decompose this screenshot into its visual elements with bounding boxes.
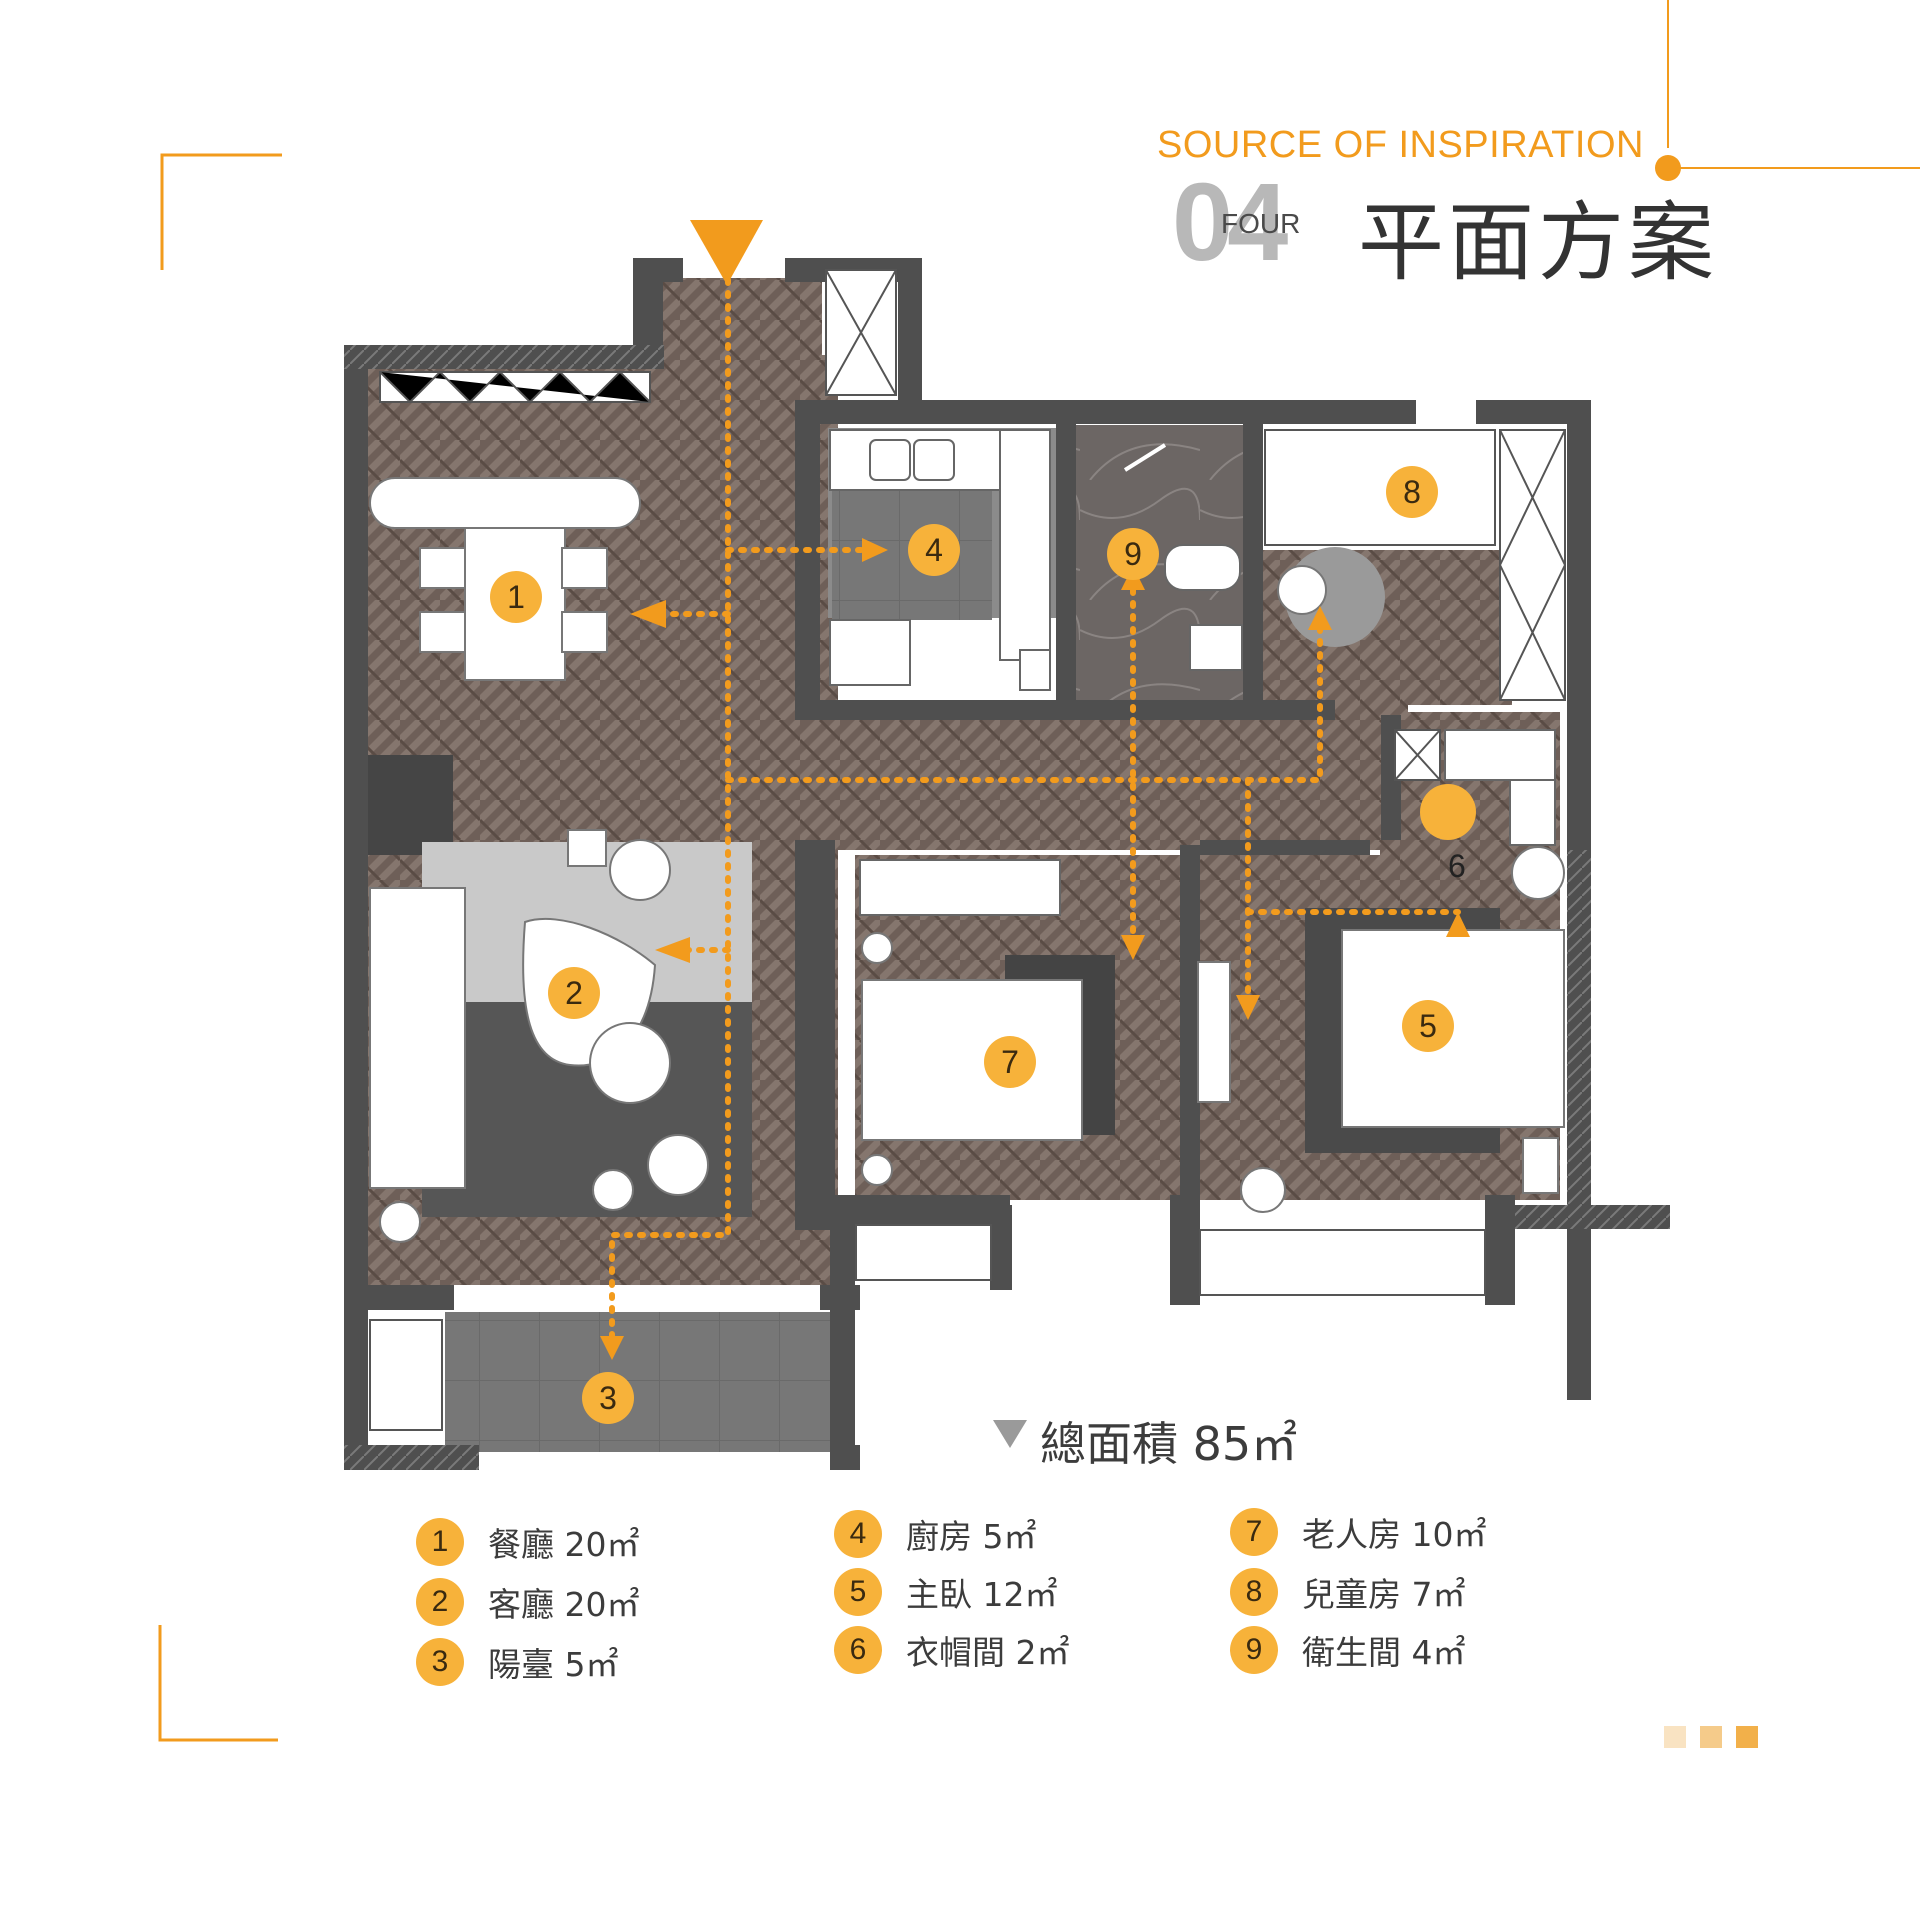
legend-item-9: 9 衛生間 4㎡ <box>1230 1626 1466 1674</box>
room-marker-1: 1 <box>490 571 542 623</box>
legend-item-6: 6 衣帽間 2㎡ <box>834 1626 1070 1674</box>
legend-label: 主臥 12㎡ <box>906 1575 1058 1614</box>
room-marker-1-number: 1 <box>507 578 525 615</box>
legend-label: 衣帽間 2㎡ <box>906 1633 1070 1672</box>
legend-item-3: 3 陽臺 5㎡ <box>416 1638 619 1686</box>
circulation-paths <box>609 277 1461 1343</box>
section-subtitle: SOURCE OF INSPIRATION <box>1157 124 1644 166</box>
section-number-word: FOUR <box>1221 208 1301 239</box>
legend-number: 9 <box>1230 1626 1278 1674</box>
total-area: 總面積 85㎡ <box>1040 1417 1298 1471</box>
room-marker-3-number: 3 <box>599 1379 617 1416</box>
legend-label: 客廳 20㎡ <box>488 1585 640 1624</box>
room-marker-4: 4 <box>908 524 960 576</box>
room-marker-8-number: 8 <box>1403 473 1421 510</box>
legend-number: 3 <box>416 1638 464 1686</box>
bathroom-fittings <box>1123 443 1243 671</box>
room-marker-4-number: 4 <box>925 531 943 568</box>
wardrobe <box>1444 729 1556 846</box>
window-crosses <box>379 269 1566 781</box>
bedroom-8-furniture <box>1277 547 1385 647</box>
legend-item-5: 5 主臥 12㎡ <box>834 1568 1057 1616</box>
legend-number: 2 <box>416 1578 464 1626</box>
triangle-icon <box>993 1420 1027 1448</box>
decor-square-mid <box>1700 1726 1722 1748</box>
room-marker-6: 6 <box>1448 848 1466 884</box>
legend-label: 衛生間 4㎡ <box>1302 1633 1466 1672</box>
room-marker-8: 8 <box>1386 466 1438 518</box>
accent-dot <box>1655 155 1681 181</box>
living-room <box>368 755 752 1243</box>
room-marker-5-number: 5 <box>1419 1007 1437 1044</box>
room-marker-2: 2 <box>548 967 600 1019</box>
legend-item-7: 7 老人房 10㎡ <box>1230 1508 1486 1556</box>
room-marker-5: 5 <box>1402 1000 1454 1052</box>
bedroom-7-furniture <box>859 859 1115 1186</box>
decor-square-dark <box>1736 1726 1758 1748</box>
legend-item-1: 1 餐廳 20㎡ <box>416 1518 639 1566</box>
legend-item-8: 8 兒童房 7㎡ <box>1230 1568 1466 1616</box>
room-marker-9: 9 <box>1107 528 1159 580</box>
wall-hatches <box>344 345 1670 1470</box>
room-marker-7: 7 <box>984 1036 1036 1088</box>
legend-label: 陽臺 5㎡ <box>488 1645 619 1684</box>
room-marker-7-number: 7 <box>1001 1043 1019 1080</box>
legend-item-4: 4 廚房 5㎡ <box>834 1510 1037 1558</box>
room-marker-9-number: 9 <box>1124 535 1142 572</box>
decor-square-light <box>1664 1726 1686 1748</box>
legend-label: 餐廳 20㎡ <box>488 1525 640 1564</box>
legend-label: 兒童房 7㎡ <box>1302 1575 1466 1614</box>
legend-number: 6 <box>834 1626 882 1674</box>
entry-arrow-icon <box>690 220 763 285</box>
legend-number: 1 <box>416 1518 464 1566</box>
room-marker-6-circle <box>1420 784 1476 840</box>
legend-item-2: 2 客廳 20㎡ <box>416 1578 639 1626</box>
legend-label: 老人房 10㎡ <box>1302 1515 1487 1554</box>
legend-number: 5 <box>834 1568 882 1616</box>
page-title: 平面方案 <box>1358 193 1718 293</box>
room-marker-2-number: 2 <box>565 974 583 1011</box>
section-number: 04 <box>1172 161 1288 284</box>
legend-number: 8 <box>1230 1568 1278 1616</box>
legend-label: 廚房 5㎡ <box>906 1517 1037 1556</box>
legend-number: 4 <box>834 1510 882 1558</box>
kitchen-fittings <box>829 429 1051 691</box>
room-marker-3: 3 <box>582 1372 634 1424</box>
legend-number: 7 <box>1230 1508 1278 1556</box>
